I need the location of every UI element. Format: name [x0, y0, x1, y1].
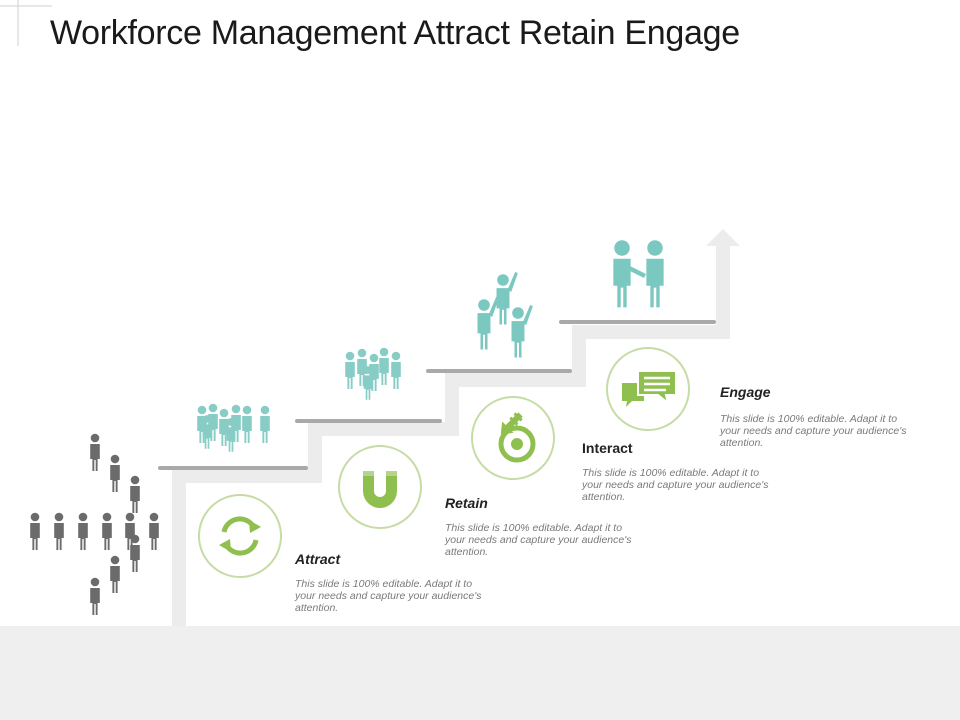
gray-people-arrow: [30, 433, 159, 615]
engage-label: Engage: [720, 384, 771, 400]
corner-guide-mark: [0, 0, 52, 46]
staircase-lines: [158, 320, 716, 470]
teal-cheering-trio: [477, 271, 533, 358]
floor-band: [0, 626, 960, 720]
chat-bubbles-icon: [622, 370, 677, 407]
attract-label: Attract: [295, 551, 341, 567]
refresh-cycle-icon: [219, 516, 261, 556]
slide-title: Workforce Management Attract Retain Enga…: [50, 14, 740, 52]
engage-icon-circle: [606, 347, 690, 431]
attract-icon-circle: [198, 494, 282, 578]
retain-description: This slide is 100% editable. Adapt it to…: [445, 522, 632, 558]
retain-label: Retain: [445, 495, 488, 511]
teal-crowd-medium: [345, 347, 401, 400]
target-arrow-icon: [498, 412, 536, 463]
staircase-fill: [172, 229, 740, 626]
engage-description: This slide is 100% editable. Adapt it to…: [720, 413, 907, 449]
interact-description: This slide is 100% editable. Adapt it to…: [582, 467, 769, 503]
retain-icon-circle: [338, 445, 422, 529]
interact-icon-circle: [471, 396, 555, 480]
teal-crowd-large: [197, 403, 270, 452]
interact-label: Interact: [582, 440, 633, 456]
attract-description: This slide is 100% editable. Adapt it to…: [295, 578, 482, 614]
magnet-icon: [363, 471, 397, 508]
teal-handshake-pair: [613, 240, 664, 308]
